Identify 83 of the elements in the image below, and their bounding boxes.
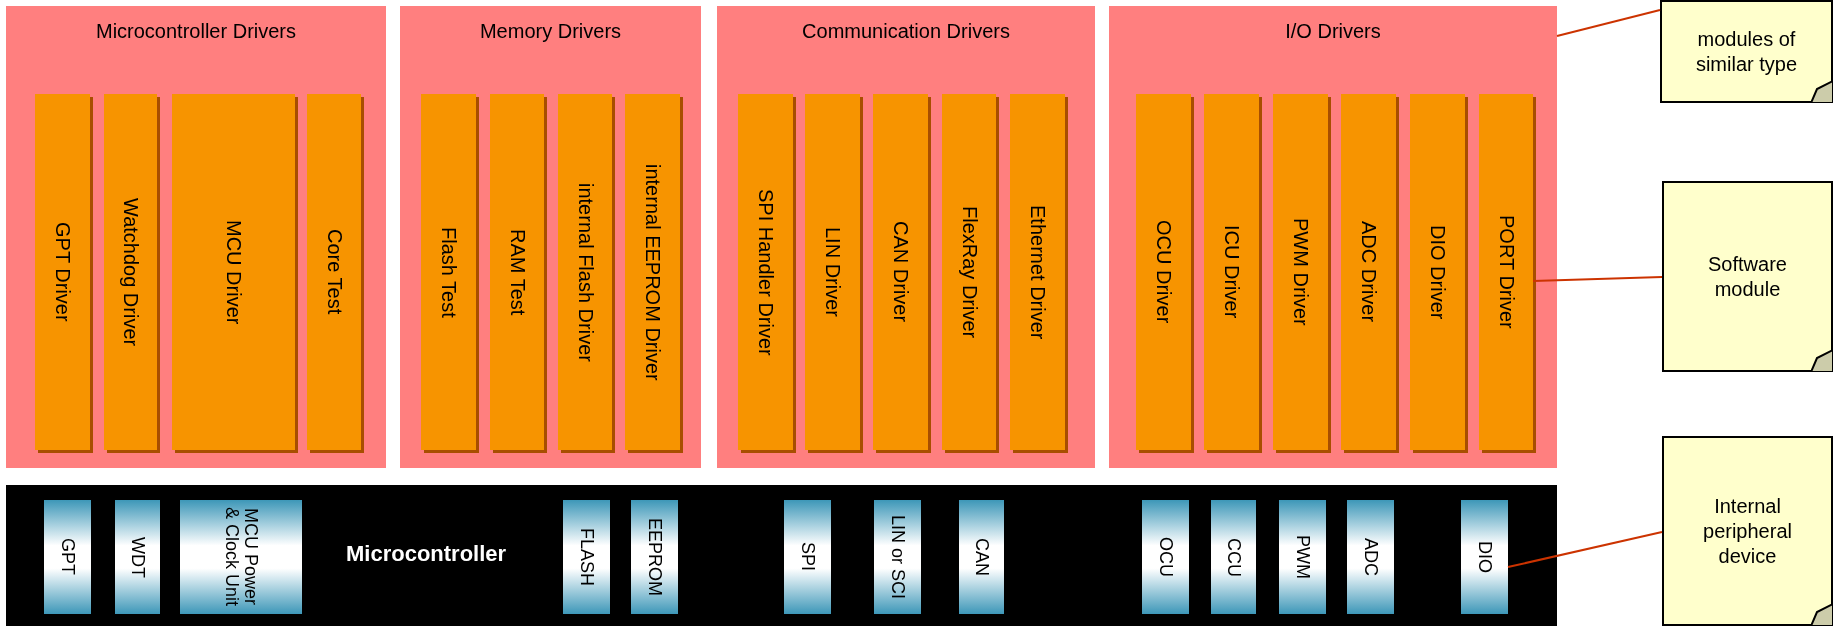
module-label: PWM Driver (1289, 218, 1312, 326)
leader-line (1507, 531, 1663, 568)
module-label: MCU Driver (222, 219, 245, 325)
peripheral-block (1142, 500, 1189, 614)
module-label: Watchdog Driver (119, 197, 142, 347)
module-label: FLASH (577, 528, 596, 586)
peripheral-block (1279, 500, 1326, 614)
module-label: internal Flash Driver (573, 182, 597, 362)
driver-module-box (1010, 94, 1065, 450)
peripheral-block (180, 500, 302, 614)
driver-module-box (490, 94, 544, 450)
driver-module-box (625, 94, 680, 450)
leader-line (1532, 276, 1663, 282)
peripheral-block (1211, 500, 1256, 614)
module-label: GPT (58, 538, 77, 576)
module-label: OCU Driver (1152, 220, 1175, 324)
note-text: Internal peripheral device (1702, 493, 1793, 569)
module-label: SPI Handler Driver (754, 188, 777, 356)
driver-module-box (172, 94, 295, 450)
driver-module-box (558, 94, 612, 450)
module-label: GPT Driver (51, 222, 74, 322)
note-text: modules of similar type (1694, 26, 1799, 77)
leader-line (1556, 9, 1661, 37)
driver-module-box (873, 94, 928, 450)
driver-module-box (1410, 94, 1465, 450)
module-label: MCU Power & Clock Unit (222, 506, 260, 609)
module-label: Ethernet Driver (1026, 204, 1049, 340)
module-label: ICU Driver (1220, 225, 1243, 319)
peripheral-block (959, 500, 1004, 614)
module-label: ADC Driver (1357, 221, 1380, 323)
module-label: CCU (1224, 537, 1243, 577)
note-text: Software module (1707, 251, 1788, 302)
peripheral-block (1347, 500, 1394, 614)
peripheral-block (115, 500, 160, 614)
driver-group-panel (400, 6, 701, 468)
module-label: internal EEPROM Driver (641, 163, 664, 381)
group-title: I/O Drivers (1284, 20, 1382, 43)
driver-group-panel (6, 6, 386, 468)
driver-module-box (738, 94, 793, 450)
driver-module-box (307, 94, 361, 450)
module-label: RAM Test (505, 228, 529, 316)
peripheral-block (784, 500, 831, 614)
module-label: PWM (1293, 535, 1312, 579)
group-title: Microcontroller Drivers (95, 20, 297, 43)
module-label: LIN or SCI (888, 515, 907, 599)
microcontroller-band (6, 485, 1557, 626)
module-label: ADC (1361, 538, 1380, 576)
peripheral-block (874, 500, 921, 614)
driver-group-panel (717, 6, 1095, 468)
driver-group-panel (1109, 6, 1557, 468)
note-card (1660, 0, 1833, 103)
driver-module-box (1273, 94, 1328, 450)
group-title: Communication Drivers (801, 20, 1011, 43)
peripheral-block (44, 500, 91, 614)
driver-module-box (1479, 94, 1533, 450)
module-label: SPI (798, 542, 817, 572)
note-card (1662, 181, 1833, 372)
module-label: LIN Driver (821, 227, 844, 317)
module-label: CAN (972, 538, 991, 576)
driver-module-box (1341, 94, 1396, 450)
module-label: EEPROM (645, 518, 664, 596)
module-label: FlexRay Driver (957, 205, 981, 339)
module-label: DIO (1475, 541, 1494, 573)
driver-module-box (1136, 94, 1191, 450)
note-card (1662, 436, 1833, 626)
peripheral-block (631, 500, 678, 614)
peripheral-block (563, 500, 610, 614)
driver-module-box (104, 94, 157, 450)
module-label: Core Test (322, 229, 346, 315)
module-label: DIO Driver (1426, 224, 1449, 320)
driver-module-box (421, 94, 476, 450)
peripheral-block (1461, 500, 1508, 614)
module-label: OCU (1156, 537, 1175, 577)
driver-module-box (1204, 94, 1259, 450)
band-title: Microcontroller (346, 541, 507, 567)
module-label: PORT Driver (1494, 215, 1518, 329)
driver-module-box (805, 94, 860, 450)
driver-module-box (942, 94, 996, 450)
group-title: Memory Drivers (478, 20, 623, 43)
module-label: Flash Test (437, 226, 460, 318)
driver-module-box (35, 94, 90, 450)
module-label: WDT (128, 536, 147, 578)
module-label: CAN Driver (889, 221, 912, 323)
